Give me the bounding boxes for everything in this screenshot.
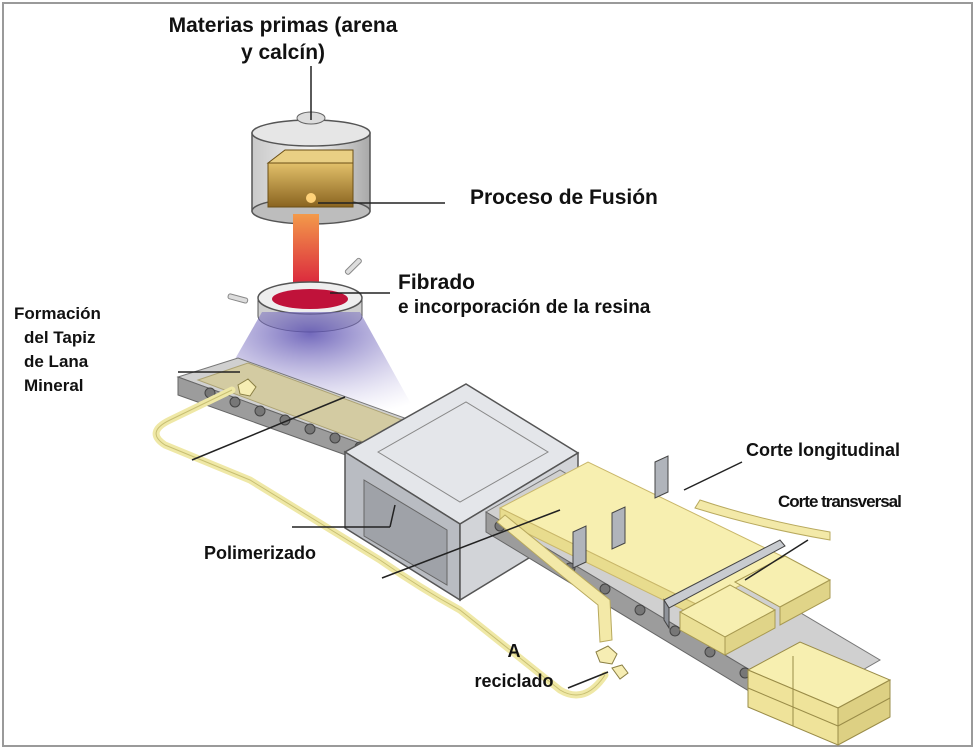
fiberizing-line2: e incorporación de la resina xyxy=(398,297,651,318)
cut-blocks xyxy=(678,555,832,656)
mat-forming-line3: de Lana xyxy=(24,352,89,371)
fiberizing-label: Fibrado e incorporación de la resina xyxy=(398,270,650,320)
stacked-bundles xyxy=(746,641,892,746)
melting-furnace xyxy=(251,111,371,225)
transverse-cutter xyxy=(663,539,786,630)
longitudinal-cut-label: Corte longitudinal xyxy=(746,440,900,460)
wool-scraps xyxy=(237,378,629,680)
recycling-line2: reciclado xyxy=(474,671,554,691)
recycling-label: A reciclado xyxy=(444,636,584,696)
mat-forming-line1: Formación xyxy=(14,304,101,323)
raw-materials-line2: y calcín) xyxy=(240,41,326,64)
polymerizing-label: Polimerizado xyxy=(204,543,317,563)
fiberizing-line1: Fibrado xyxy=(398,271,475,294)
transverse-cut-label: Corte transversal xyxy=(778,492,902,511)
melting-label: Proceso de Fusión xyxy=(470,186,658,209)
longitudinal-saws xyxy=(572,455,669,569)
raw-materials-label: Materias primas (arena y calcín) xyxy=(123,12,443,66)
raw-materials-line1: Materias primas (arena xyxy=(168,14,398,37)
mat-forming-line4: Mineral xyxy=(24,376,84,395)
edge-trim xyxy=(496,514,613,643)
recycling-line1: A xyxy=(507,641,521,661)
mat-forming-line2: del Tapiz xyxy=(24,328,96,347)
molten-stream xyxy=(293,214,319,292)
mat-forming-label: Formación del Tapiz de Lana Mineral xyxy=(14,302,101,398)
leader-lines xyxy=(178,66,809,689)
